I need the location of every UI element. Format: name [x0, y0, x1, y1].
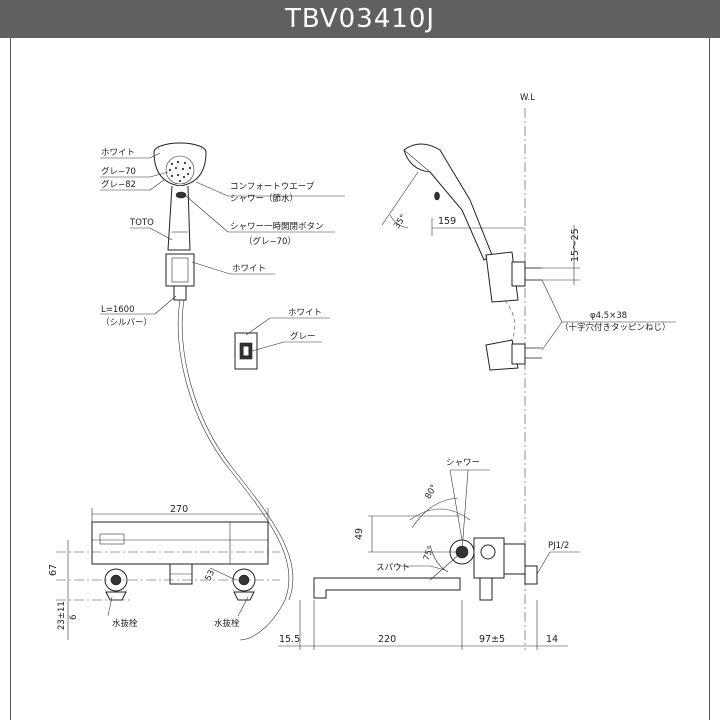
dim-67: 67 [48, 564, 59, 576]
label-drain-plug-2: 水抜栓 [214, 618, 240, 629]
label-angle-35: 35° [392, 213, 409, 231]
dim-159: 159 [438, 216, 456, 227]
label-white-3: ホワイト [288, 308, 322, 318]
label-gray: グレー [290, 331, 316, 342]
side-view [381, 108, 676, 650]
label-white-1: ホワイト [101, 148, 135, 158]
label-angle-53: 53 [204, 569, 218, 583]
label-comfort-wave-1: コンフォートウエーブ [230, 181, 315, 192]
dim-97: 97±5 [479, 634, 505, 645]
label-angle-75: 75° [422, 545, 437, 563]
dim-15-5: 15.5 [279, 634, 300, 645]
faucet-front-view [56, 508, 280, 640]
label-hose-length-2: （シルバー） [101, 317, 152, 328]
page-title: TBV03410J [284, 4, 436, 34]
bottom-dimensions [278, 600, 568, 650]
dim-14: 14 [546, 634, 558, 645]
shower-head-front-view [153, 142, 294, 641]
label-toto: TOTO [129, 218, 154, 228]
label-angle-80: 80° [423, 483, 439, 501]
label-shower-button-1: シャワー一時開閉ボタン [230, 222, 324, 232]
label-white-2: ホワイト [232, 264, 266, 274]
dim-23: 23±11 [57, 601, 67, 630]
label-pj: PJ1/2 [548, 541, 569, 551]
label-drain-plug-1: 水抜栓 [112, 618, 138, 629]
label-screw-2: （十字穴付きタッピンねじ） [560, 322, 671, 333]
faucet-side-view [313, 469, 580, 601]
bracket-detail [234, 317, 330, 370]
left-leaders [100, 152, 345, 315]
label-comfort-wave-2: シャワー（節水） [230, 193, 298, 204]
dim-15-25: 15〜25 [570, 228, 581, 262]
label-screw-1: φ4.5×38 [590, 311, 627, 321]
dim-49: 49 [354, 528, 365, 540]
title-bar [0, 0, 720, 38]
label-shower-button-2: （グレ−70） [244, 236, 296, 247]
label-spout: スパウト [376, 563, 410, 573]
label-gray-82: グレ−82 [101, 179, 136, 190]
label-hose-length-1: L=1600 [101, 305, 135, 315]
label-water-line: W.L [520, 93, 535, 103]
dim-6: 6 [69, 615, 79, 620]
dim-270: 270 [170, 504, 188, 515]
drawing-frame [10, 38, 710, 720]
label-gray-70: グレ−70 [101, 166, 136, 177]
dim-220: 220 [378, 634, 396, 645]
label-shower: シャワー [446, 458, 480, 468]
